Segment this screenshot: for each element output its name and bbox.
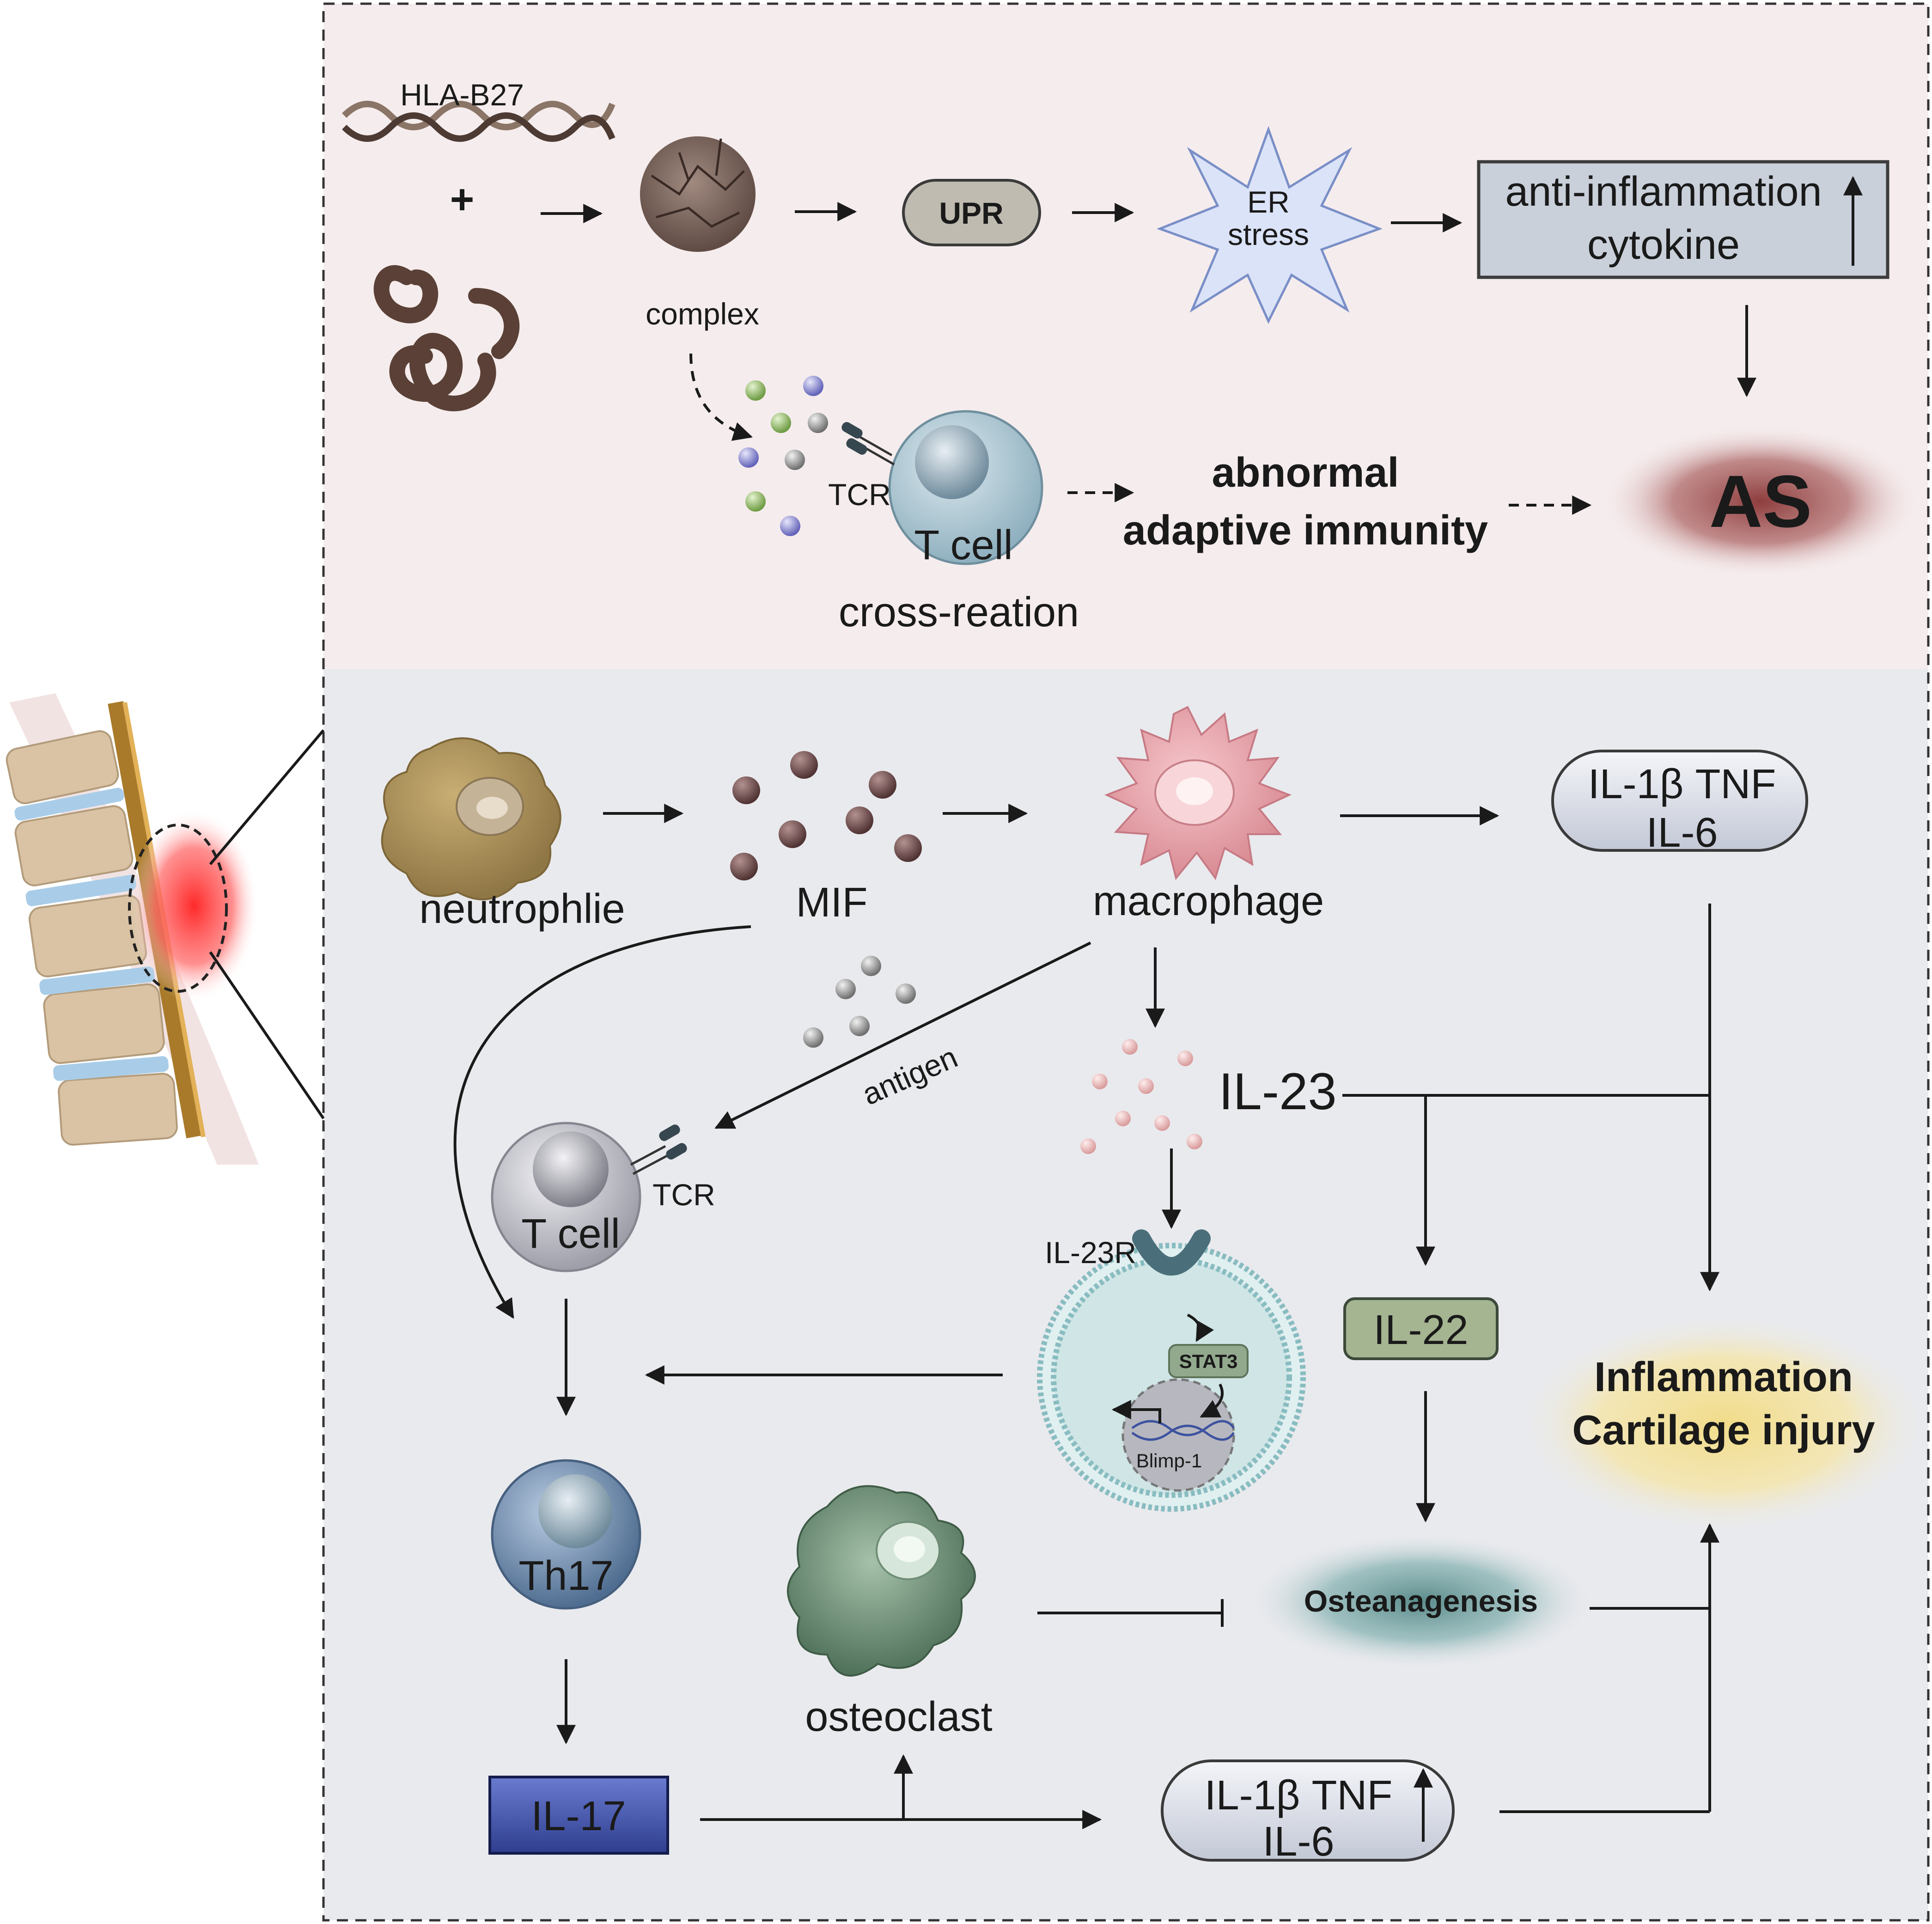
il-17-label: IL-17 [531,1793,626,1839]
anti-inflammation-label: anti-inflammation [1505,169,1822,215]
panel-border [322,2,1930,1922]
as-label: AS [1709,460,1812,543]
peptide-coil-icon [373,265,520,411]
neutrophil-icon [381,737,561,900]
upr-label: UPR [939,196,1003,230]
cytokines-bottom-line-2: IL-6 [1262,1819,1334,1865]
plus-sign: + [450,177,475,223]
il-23-particles [1080,1039,1202,1154]
as-glow [1601,425,1920,578]
il-23r-label: IL-23R [1045,1235,1136,1270]
hla-b27-label: HLA-B27 [400,78,524,112]
t-cell-label-bottom: T cell [521,1211,620,1257]
inflammation-label: Inflammation [1594,1354,1853,1400]
er-label: ER [1247,185,1290,219]
cytokines-bottom-box [1161,1759,1455,1862]
macrophage-icon [1104,706,1292,880]
t-cell-bottom-icon [491,1122,641,1272]
th17-cell-icon [491,1459,641,1610]
antigen-particles-bottom [803,956,916,1048]
cartilage-injury-label: Cartilage injury [1572,1407,1875,1454]
anti-inflammation-box [1477,160,1889,279]
t-cell-top-icon [888,410,1043,565]
t-cell-label-top: T cell [914,522,1012,568]
th17-label: Th17 [518,1553,613,1599]
inflammation-glow [1516,1313,1932,1534]
il-22-label: IL-22 [1373,1307,1468,1353]
osteanagenesis-label: Osteanagenesis [1304,1584,1538,1618]
osteanagenesis-glow [1245,1532,1597,1671]
complex-label: complex [646,297,759,331]
hla-b27-gene-icon [342,101,616,142]
osteoclast-icon [787,1485,976,1677]
tcr-receptor-top-icon [841,422,895,466]
tcr-receptor-bottom-icon [630,1124,687,1175]
er-stress-burst [1156,126,1383,324]
cytokines-top-line-2: IL-6 [1646,810,1718,856]
inflamed-region-marker [128,824,228,993]
spine-illustration [6,693,325,1165]
cytokines-top-line-1: IL-1β TNF [1588,761,1776,807]
neutrophil-label: neutrophlie [419,886,625,932]
osteoclast-label: osteoclast [805,1694,992,1740]
tcr-label-bottom: TCR [652,1178,715,1212]
adaptive-immunity-label: adaptive immunity [1123,507,1488,554]
upr-box [902,179,1041,246]
cross-reaction-label: cross-reation [839,589,1079,635]
mif-label: MIF [796,880,868,926]
il-23-label: IL-23 [1219,1063,1336,1120]
il-17-box [488,1776,669,1855]
stress-label: stress [1228,217,1309,251]
il-22-box [1343,1297,1499,1360]
tcr-label-top: TCR [828,477,891,512]
abnormal-label: abnormal [1212,450,1399,496]
il-23r-cell-icon [1037,1229,1306,1512]
blimp-1-label: Blimp-1 [1136,1450,1202,1472]
stat3-label: STAT3 [1179,1350,1238,1372]
cytokines-top-box [1551,750,1808,852]
cytokine-label: cytokine [1587,222,1740,268]
mif-particles [730,751,922,880]
antigen-particles [738,376,828,536]
macrophage-label: macrophage [1093,878,1324,924]
complex-icon [640,136,756,252]
cytokines-bottom-line-1: IL-1β TNF [1205,1772,1393,1819]
